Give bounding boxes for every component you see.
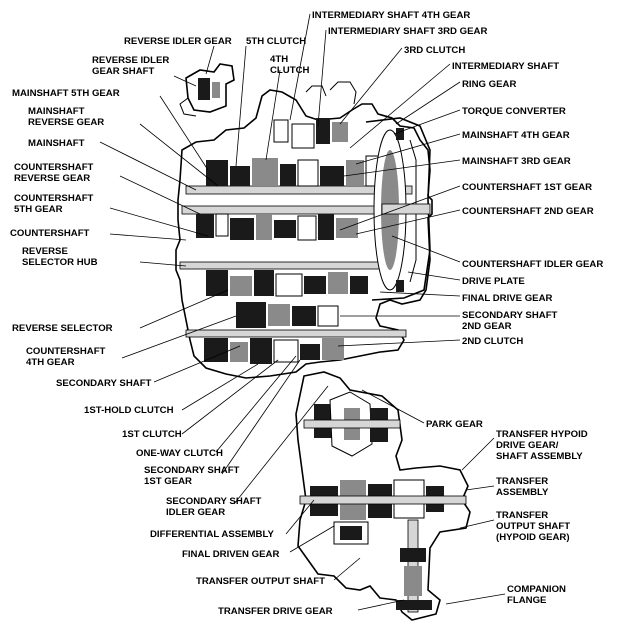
label-4th-clutch-line1: 4TH bbox=[270, 54, 288, 65]
label-transfer-hypoid-line1: TRANSFER HYPOID bbox=[496, 429, 588, 440]
label-transfer-output-shaft-line2: OUTPUT SHAFT bbox=[496, 521, 570, 532]
label-mainshaft-5th-gear: MAINSHAFT 5TH GEAR bbox=[12, 88, 120, 99]
label-torque-converter: TORQUE CONVERTER bbox=[462, 106, 566, 117]
label-transfer-output-shaft-bottom: TRANSFER OUTPUT SHAFT bbox=[196, 576, 325, 587]
label-3rd-clutch: 3RD CLUTCH bbox=[404, 45, 465, 56]
label-reverse-selector: REVERSE SELECTOR bbox=[12, 323, 113, 334]
label-differential-assembly: DIFFERENTIAL ASSEMBLY bbox=[150, 529, 274, 540]
torque-converter bbox=[365, 117, 431, 301]
label-secondary-shaft-1st-gear-line2: 1ST GEAR bbox=[144, 476, 192, 487]
countershaft-assembly bbox=[181, 205, 407, 241]
differential-and-transfer bbox=[295, 371, 471, 621]
label-5th-clutch: 5TH CLUTCH bbox=[246, 36, 306, 47]
label-reverse-selector-hub-line2: SELECTOR HUB bbox=[22, 257, 98, 268]
label-one-way-clutch: ONE-WAY CLUTCH bbox=[136, 448, 223, 459]
reverse-idler-gear-housing bbox=[179, 63, 235, 117]
label-companion-flange-line2: FLANGE bbox=[507, 595, 547, 606]
label-transfer-output-shaft-line1: TRANSFER bbox=[496, 510, 548, 521]
label-ring-gear: RING GEAR bbox=[462, 79, 516, 90]
label-park-gear: PARK GEAR bbox=[426, 419, 483, 430]
mainshaft-assembly bbox=[185, 155, 413, 195]
label-1st-hold-clutch: 1ST-HOLD CLUTCH bbox=[84, 405, 174, 416]
label-transfer-assembly-line2: ASSEMBLY bbox=[496, 487, 549, 498]
transmission-drawing bbox=[175, 63, 471, 621]
label-countershaft-reverse-gear-line1: COUNTERSHAFT bbox=[14, 162, 94, 173]
label-intermediary-shaft: INTERMEDIARY SHAFT bbox=[452, 61, 559, 72]
label-countershaft-2nd-gear: COUNTERSHAFT 2ND GEAR bbox=[462, 206, 594, 217]
label-mainshaft-3rd-gear: MAINSHAFT 3RD GEAR bbox=[462, 156, 571, 167]
label-transfer-hypoid-line3: SHAFT ASSEMBLY bbox=[496, 451, 583, 462]
label-secondary-shaft-2nd-gear-line1: SECONDARY SHAFT bbox=[462, 310, 558, 321]
reverse-selector-assembly bbox=[179, 261, 381, 297]
label-4th-clutch-line2: CLUTCH bbox=[270, 65, 310, 76]
label-final-driven-gear: FINAL DRIVEN GEAR bbox=[182, 549, 279, 560]
label-countershaft-5th-gear-line1: COUNTERSHAFT bbox=[14, 193, 94, 204]
label-transfer-hypoid-line2: DRIVE GEAR/ bbox=[496, 440, 559, 451]
label-drive-plate: DRIVE PLATE bbox=[462, 276, 525, 287]
label-countershaft-4th-gear-line1: COUNTERSHAFT bbox=[26, 346, 106, 357]
label-transfer-assembly-line1: TRANSFER bbox=[496, 476, 548, 487]
label-secondary-shaft-1st-gear-line1: SECONDARY SHAFT bbox=[144, 465, 240, 476]
label-countershaft-reverse-gear-line2: REVERSE GEAR bbox=[14, 173, 90, 184]
upper-case-details bbox=[273, 81, 357, 149]
label-reverse-idler-gear-shaft-line2: GEAR SHAFT bbox=[92, 66, 154, 77]
label-intermediary-shaft-3rd-gear: INTERMEDIARY SHAFT 3RD GEAR bbox=[328, 26, 487, 37]
label-transfer-drive-gear: TRANSFER DRIVE GEAR bbox=[218, 606, 333, 617]
secondary-shaft-assembly bbox=[185, 302, 407, 364]
label-reverse-selector-hub-line1: REVERSE bbox=[22, 246, 68, 257]
label-reverse-idler-gear-shaft-line1: REVERSE IDLER bbox=[92, 55, 169, 66]
leader-lines bbox=[99, 13, 506, 611]
label-secondary-shaft-2nd-gear-line2: 2ND GEAR bbox=[462, 321, 512, 332]
label-companion-flange-line1: COMPANION bbox=[507, 584, 566, 595]
label-mainshaft: MAINSHAFT bbox=[28, 138, 85, 149]
label-mainshaft-reverse-gear-line2: REVERSE GEAR bbox=[28, 117, 104, 128]
label-1st-clutch: 1ST CLUTCH bbox=[122, 429, 182, 440]
label-secondary-shaft-idler-gear-line1: SECONDARY SHAFT bbox=[166, 496, 262, 507]
label-secondary-shaft: SECONDARY SHAFT bbox=[56, 378, 152, 389]
label-mainshaft-reverse-gear-line1: MAINSHAFT bbox=[28, 106, 85, 117]
label-reverse-idler-gear: REVERSE IDLER GEAR bbox=[124, 36, 232, 47]
label-countershaft-4th-gear-line2: 4TH GEAR bbox=[26, 357, 75, 368]
label-secondary-shaft-idler-gear-line2: IDLER GEAR bbox=[166, 507, 225, 518]
label-countershaft-5th-gear-line2: 5TH GEAR bbox=[14, 204, 63, 215]
label-final-drive-gear: FINAL DRIVE GEAR bbox=[462, 293, 553, 304]
label-transfer-output-shaft-line3: (HYPOID GEAR) bbox=[496, 532, 570, 543]
label-countershaft: COUNTERSHAFT bbox=[10, 228, 90, 239]
label-countershaft-1st-gear: COUNTERSHAFT 1ST GEAR bbox=[462, 182, 592, 193]
callout-labels: INTERMEDIARY SHAFT 4TH GEAR INTERMEDIARY… bbox=[10, 10, 603, 617]
label-2nd-clutch: 2ND CLUTCH bbox=[462, 336, 523, 347]
label-mainshaft-4th-gear: MAINSHAFT 4TH GEAR bbox=[462, 130, 570, 141]
label-intermediary-shaft-4th-gear: INTERMEDIARY SHAFT 4TH GEAR bbox=[312, 10, 470, 21]
label-countershaft-idler-gear: COUNTERSHAFT IDLER GEAR bbox=[462, 259, 603, 270]
